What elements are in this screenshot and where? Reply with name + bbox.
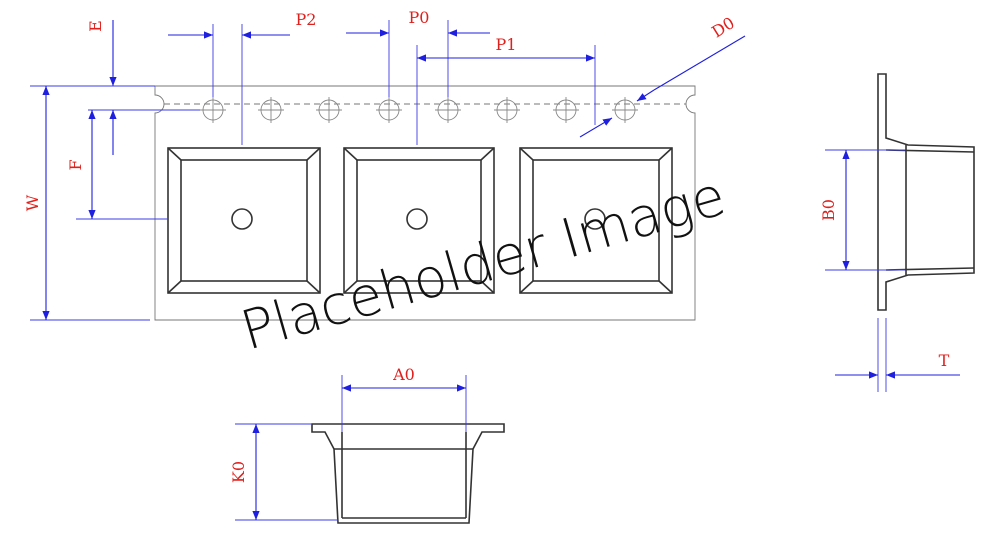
label-a0: A0 (392, 365, 415, 384)
dim-f: F (66, 110, 168, 220)
sprocket-hole (200, 97, 226, 123)
sprocket-hole (435, 97, 461, 123)
cross-section-outline (311, 423, 505, 524)
sprocket-hole (376, 97, 402, 123)
label-e: E (86, 20, 105, 32)
sprocket-holes (200, 97, 638, 123)
label-k0: K0 (229, 461, 248, 483)
pocket-hole (406, 208, 428, 230)
sprocket-hole (612, 97, 638, 123)
pocket-3 (519, 147, 673, 294)
side-view-outline (877, 73, 975, 311)
sprocket-hole (258, 97, 284, 123)
dim-b0: B0 (819, 149, 905, 271)
watermark-text: Placeholder Image (234, 164, 732, 362)
dim-k0: K0 (229, 423, 338, 521)
dim-p0: P0 (346, 8, 490, 97)
sprocket-hole (494, 97, 520, 123)
sprocket-hole (553, 97, 579, 123)
label-p0: P0 (409, 8, 430, 27)
dim-d0: D0 (579, 13, 746, 138)
pocket-2 (343, 147, 495, 294)
dim-w: W (23, 85, 155, 321)
tape-outline (154, 85, 696, 321)
dim-p2: P2 (168, 10, 316, 145)
tape-top-view (154, 85, 696, 321)
label-b0: B0 (819, 199, 838, 221)
label-p2: P2 (296, 10, 317, 29)
pocket-hole (231, 208, 253, 230)
dim-t: T (835, 318, 960, 392)
label-t: T (939, 351, 950, 370)
sprocket-hole (316, 97, 342, 123)
cross-section (311, 423, 505, 524)
dim-e: E (60, 20, 200, 155)
pocket-1 (167, 147, 321, 294)
dim-a0: A0 (341, 365, 467, 432)
label-p1: P1 (496, 35, 517, 54)
side-view (877, 73, 975, 311)
label-w: W (23, 194, 42, 211)
pocket-hole (584, 208, 606, 230)
dim-p1: P1 (416, 35, 596, 145)
label-d0: D0 (708, 13, 738, 41)
label-f: F (66, 159, 85, 170)
